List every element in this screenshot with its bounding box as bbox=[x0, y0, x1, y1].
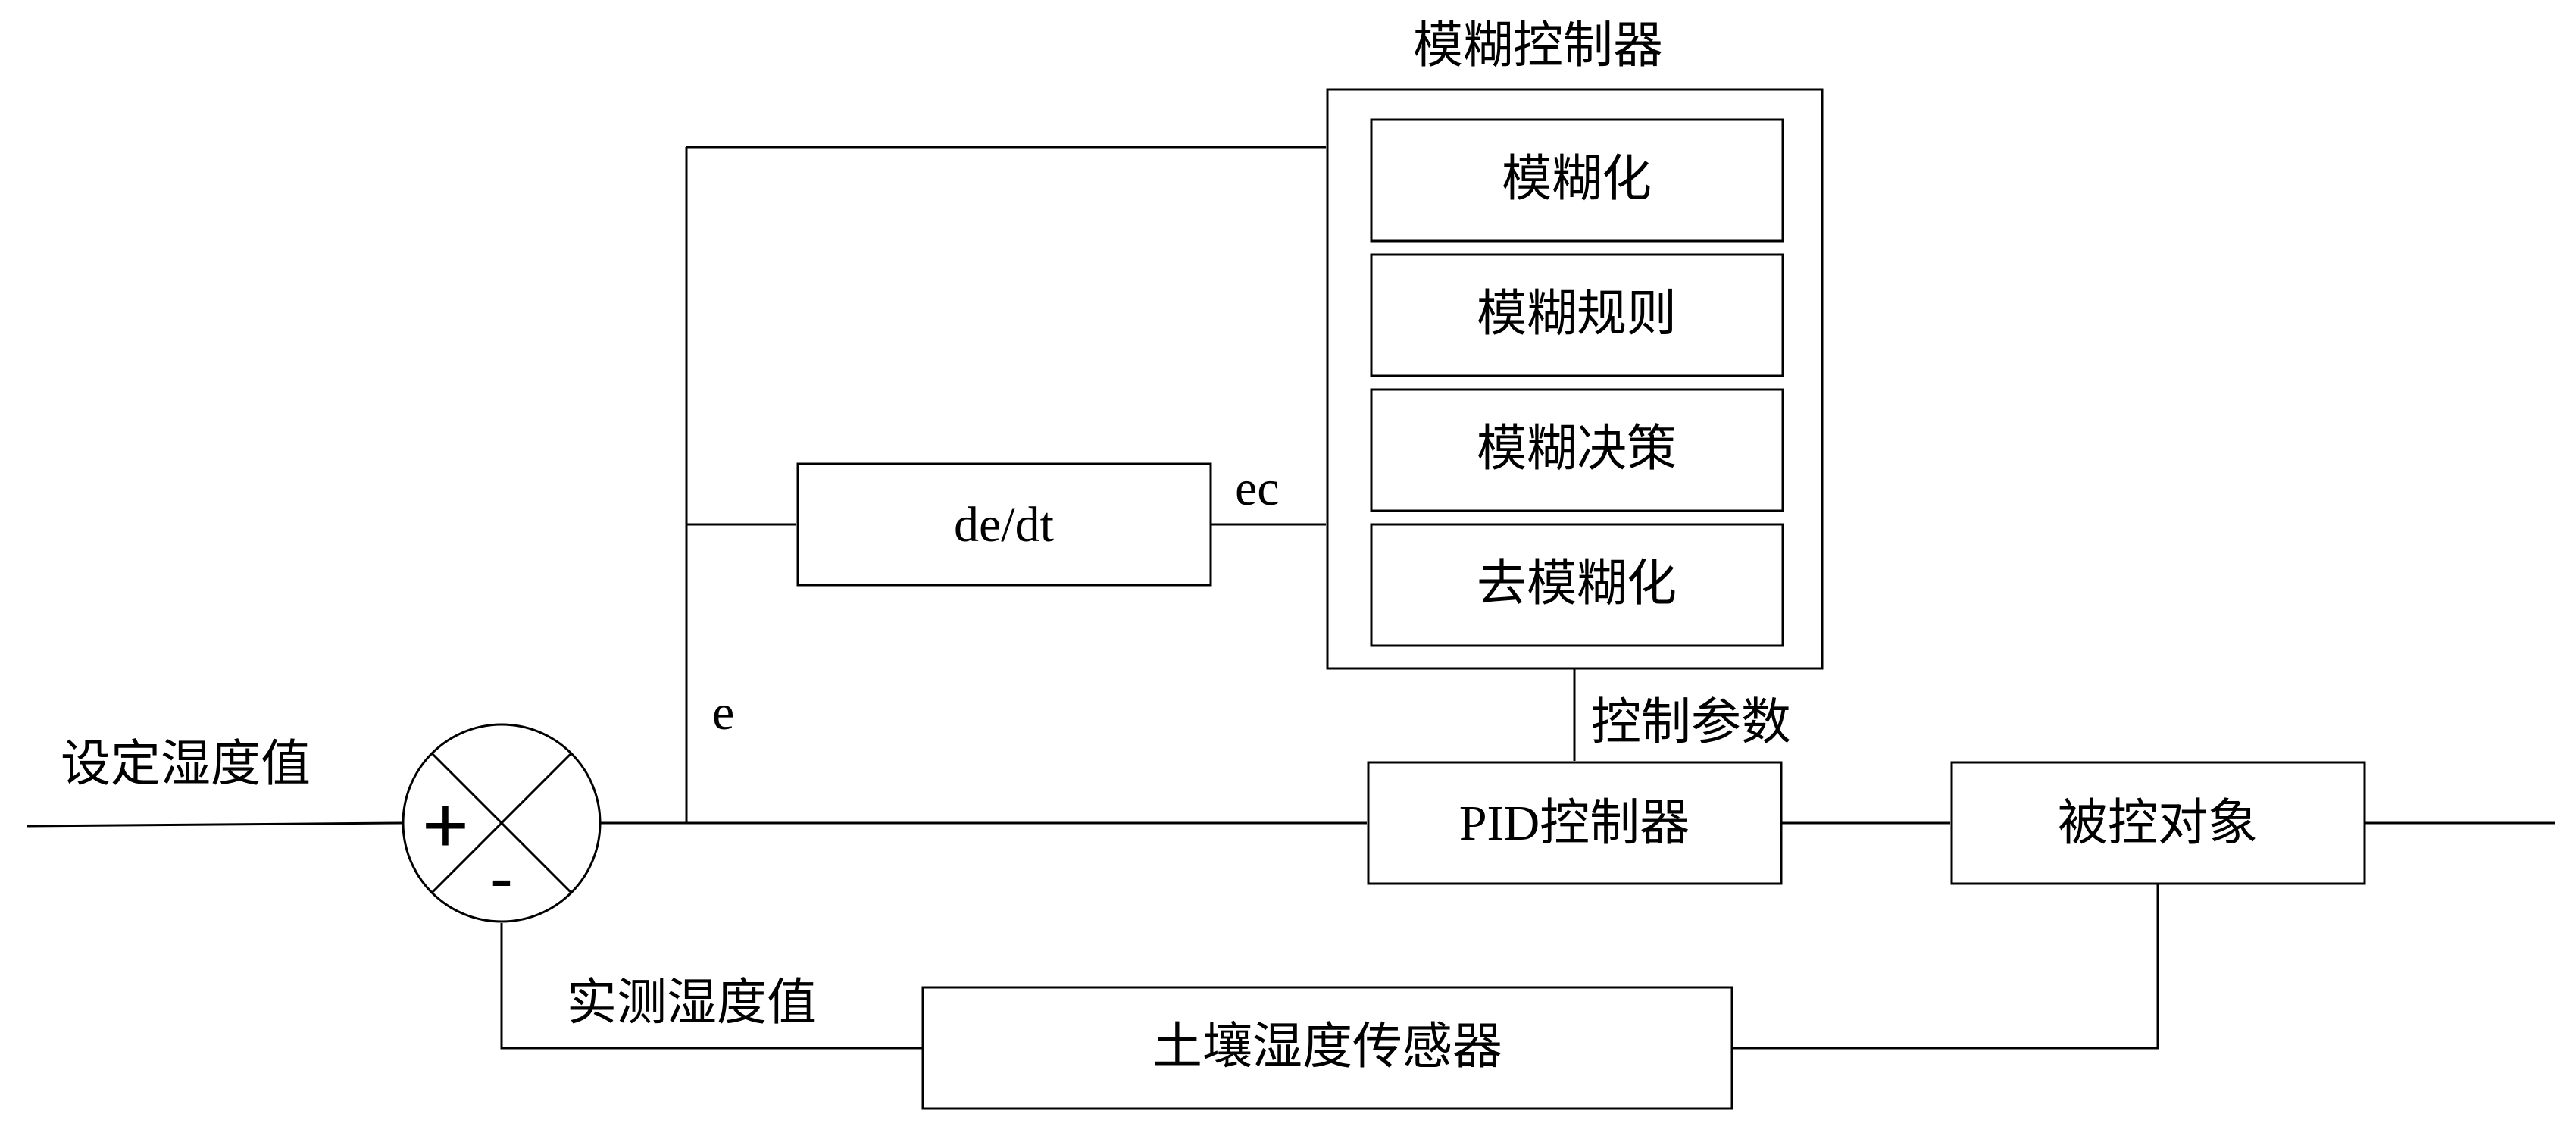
plant-label: 被控对象 bbox=[2058, 793, 2258, 852]
fuzzy-decision-block bbox=[1370, 388, 1784, 512]
fuzzy-decision-label: 模糊决策 bbox=[1477, 419, 1677, 477]
defuzzification-label: 去模糊化 bbox=[1477, 554, 1677, 612]
measured-label: 实测湿度值 bbox=[567, 973, 817, 1031]
defuzzification-block bbox=[1370, 523, 1784, 647]
sensor-label: 土壤湿度传感器 bbox=[1152, 1017, 1502, 1075]
fuzzification-label: 模糊化 bbox=[1502, 149, 1652, 208]
fuzzy-rules-block bbox=[1370, 253, 1784, 377]
plus-sign: + bbox=[422, 781, 469, 870]
summing-junction: + - bbox=[402, 723, 602, 923]
sensor-to-junction-arrow bbox=[500, 923, 923, 1050]
control-params-label: 控制参数 bbox=[1591, 693, 1791, 751]
derivative-block bbox=[796, 462, 1212, 587]
plant-to-sensor-arrow bbox=[1733, 884, 2159, 1050]
pid-controller-block bbox=[1367, 761, 1783, 885]
fuzzification-block bbox=[1370, 118, 1784, 243]
minus-sign: - bbox=[490, 840, 514, 917]
fuzzy-rules-label: 模糊规则 bbox=[1477, 284, 1677, 343]
error-label: e bbox=[712, 685, 734, 740]
setpoint-label: 设定湿度值 bbox=[61, 734, 311, 793]
derivative-label: de/dt bbox=[954, 497, 1054, 552]
setpoint-arrow bbox=[27, 821, 402, 828]
ec-label: ec bbox=[1235, 461, 1280, 516]
plant-block bbox=[1950, 761, 2366, 885]
fuzzy-controller-title: 模糊控制器 bbox=[1413, 16, 1663, 74]
pid-controller-label: PID控制器 bbox=[1459, 796, 1690, 851]
